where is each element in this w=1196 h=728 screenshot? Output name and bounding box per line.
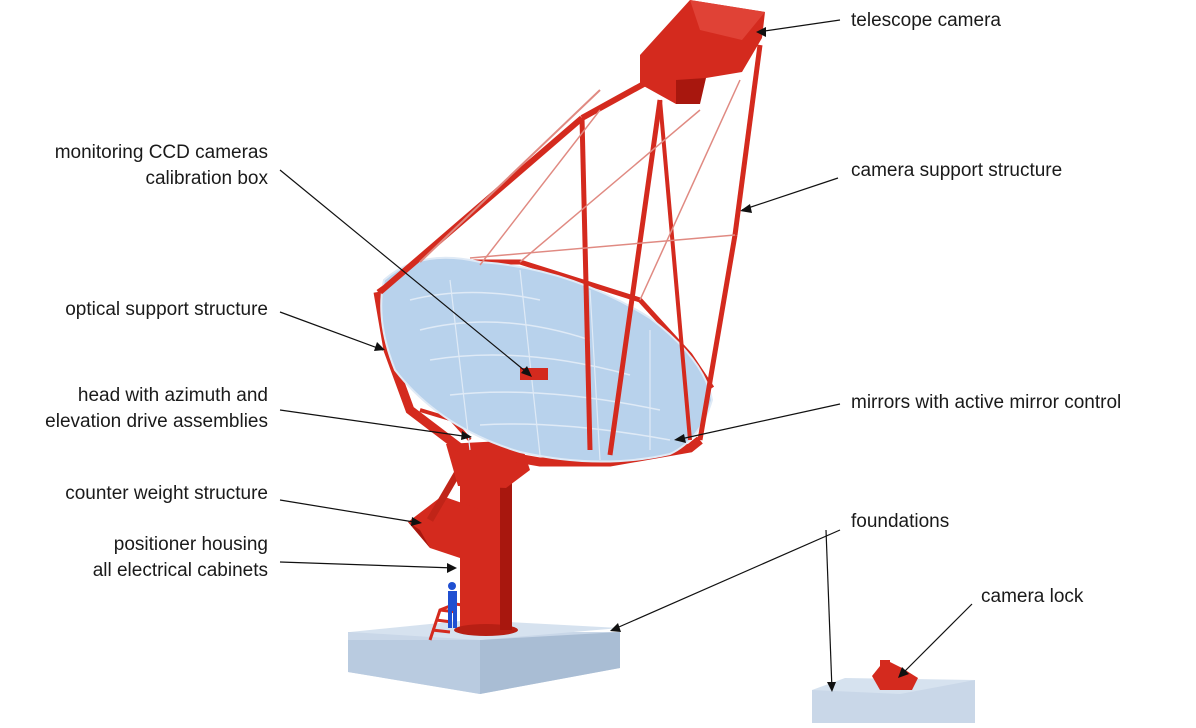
telescope-camera-body (640, 0, 765, 104)
label-text: mirrors with active mirror control (851, 392, 1122, 413)
leader-foundations-lock (825, 529, 833, 691)
label-text: camera lock (981, 586, 1084, 607)
mirror-facet-lines (409, 291, 671, 441)
camera-mount (676, 78, 706, 104)
leader-foundations-main (611, 529, 841, 631)
support-boom (607, 99, 663, 456)
person-leg (453, 610, 457, 628)
label-optical-support-structure: optical support structure (65, 297, 268, 323)
person-body (448, 591, 457, 611)
leader-telescope-camera (757, 19, 841, 33)
pillar-shade (500, 450, 512, 630)
support-boom (697, 234, 738, 441)
leader-monitoring (279, 169, 531, 376)
support-cable (419, 89, 601, 263)
leader-lines (279, 19, 973, 692)
camera-lock-body (872, 662, 918, 690)
person-leg (448, 610, 452, 628)
label-text: monitoring CCD cameras (54, 142, 268, 163)
label-foundations: foundations (851, 509, 949, 535)
label-text: elevation drive assemblies (45, 411, 268, 432)
leader-positioner (279, 561, 456, 569)
leader-optical-support (279, 311, 384, 351)
support-cable (519, 109, 701, 263)
leader-head (279, 409, 471, 438)
leader-mirrors (675, 403, 841, 441)
leader-camera-lock (899, 603, 973, 677)
counter-weight-shade (408, 522, 430, 548)
label-monitoring-ccd: monitoring CCD cameras calibration box (55, 140, 268, 192)
leader-counter-weight (279, 499, 421, 524)
label-text: calibration box (145, 168, 268, 189)
label-head-drive: head with azimuth and elevation drive as… (45, 383, 268, 435)
label-text: counter weight structure (65, 483, 268, 504)
support-boom (658, 99, 692, 441)
label-text: foundations (851, 511, 950, 532)
camera-lock (872, 660, 918, 690)
label-text: all electrical cabinets (92, 560, 268, 581)
person-head (448, 582, 456, 590)
person-figure (448, 582, 457, 628)
label-counter-weight: counter weight structure (65, 481, 268, 507)
label-text: positioner housing (113, 534, 268, 555)
support-boom (579, 117, 593, 451)
label-positioner-housing: positioner housing all electrical cabine… (93, 532, 268, 584)
label-camera-support-structure: camera support structure (851, 158, 1062, 184)
support-cable (469, 234, 736, 259)
label-camera-lock: camera lock (981, 584, 1083, 610)
mirror-facet-lines-vertical (449, 269, 651, 461)
support-boom (732, 44, 763, 236)
label-mirrors: mirrors with active mirror control (851, 390, 1121, 416)
label-text: telescope camera (851, 10, 1001, 31)
label-telescope-camera: telescope camera (851, 8, 1001, 34)
camera-lock-post (880, 660, 890, 674)
foundation-side-left (348, 640, 480, 694)
support-cable (479, 109, 601, 266)
leader-camera-support (741, 177, 839, 211)
foundation-side-right (480, 632, 620, 694)
label-text: optical support structure (65, 299, 268, 320)
camera-face (690, 0, 765, 40)
label-text: head with azimuth and (77, 385, 268, 406)
label-text: camera support structure (851, 160, 1063, 181)
support-cable (639, 79, 741, 301)
